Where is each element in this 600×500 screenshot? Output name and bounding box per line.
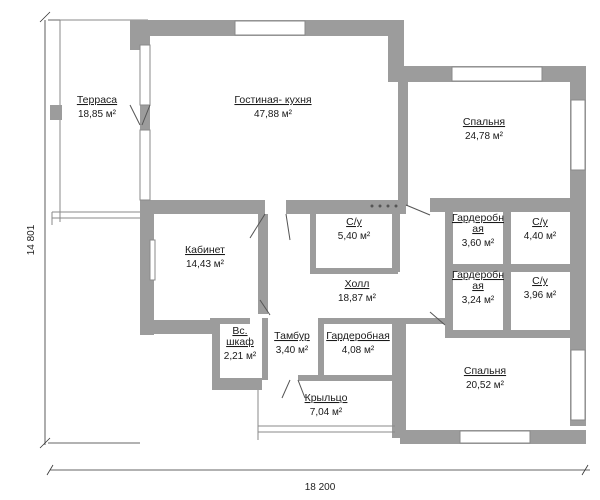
room-name: Гардеробная — [326, 330, 390, 342]
room-name: С/у — [346, 216, 363, 228]
room-wardrobe-3: Гардеробная 4,08 м² — [326, 330, 390, 356]
room-area: 5,40 м² — [338, 231, 371, 242]
room-area: 24,78 м² — [465, 131, 504, 142]
room-name: Спальня — [464, 365, 506, 377]
room-name: шкаф — [226, 336, 254, 348]
room-area: 4,08 м² — [342, 345, 375, 356]
room-porch: Крыльцо 7,04 м² — [305, 392, 348, 418]
room-name: Терраса — [77, 94, 117, 106]
room-name: ая — [472, 280, 484, 292]
room-area: 18,87 м² — [338, 293, 377, 304]
room-bathroom-3: С/у 3,96 м² — [524, 275, 557, 301]
room-vestibule: Тамбур 3,40 м² — [274, 330, 310, 356]
room-name: Гардеробн — [452, 269, 504, 281]
height-dimension: 14 801 — [26, 224, 37, 255]
room-name: Кабинет — [185, 244, 225, 256]
room-area: 4,40 м² — [524, 231, 557, 242]
room-area: 3,40 м² — [276, 345, 309, 356]
room-name: Крыльцо — [305, 392, 348, 404]
vent-dots — [370, 204, 398, 208]
room-labels: Терраса 18,85 м² Гостиная- кухня 47,88 м² Сп… — [77, 94, 557, 418]
room-name: Тамбур — [274, 330, 310, 342]
room-bathroom-1: С/у 5,40 м² — [338, 216, 371, 242]
room-name: Вс. — [232, 325, 247, 337]
room-terrace: Терраса 18,85 м² — [77, 94, 117, 120]
room-wardrobe-1: Гардеробная 3,60 м² — [452, 212, 504, 249]
room-name: ая — [472, 223, 484, 235]
room-area: 3,60 м² — [462, 238, 495, 249]
room-study: Кабинет 14,43 м² — [185, 244, 225, 270]
room-area: 3,96 м² — [524, 290, 557, 301]
doors — [129, 104, 446, 399]
room-name: Гардеробн — [452, 212, 504, 224]
room-wardrobe-2: Гардеробная 3,24 м² — [452, 269, 504, 306]
room-name: Спальня — [463, 116, 505, 128]
room-bathroom-2: С/у 4,40 м² — [524, 216, 557, 242]
floor-fills — [60, 20, 400, 220]
room-hall: Холл 18,87 м² — [338, 278, 377, 304]
room-area: 47,88 м² — [254, 109, 293, 120]
porch-outline — [257, 390, 395, 440]
room-name: С/у — [532, 275, 549, 287]
room-area: 7,04 м² — [310, 407, 343, 418]
room-area: 14,43 м² — [186, 259, 225, 270]
room-living-kitchen: Гостиная- кухня 47,88 м² — [234, 94, 311, 120]
windows — [139, 20, 586, 444]
room-area: 3,24 м² — [462, 295, 495, 306]
terrace-outline — [51, 19, 148, 225]
room-area: 2,21 м² — [224, 351, 257, 362]
room-bedroom-1: Спальня 24,78 м² — [463, 116, 505, 142]
room-area: 20,52 м² — [466, 380, 505, 391]
room-area: 18,85 м² — [78, 109, 117, 120]
room-name: Гостиная- кухня — [234, 94, 311, 106]
room-name: Холл — [345, 278, 370, 290]
width-dimension: 18 200 — [305, 482, 336, 493]
room-name: С/у — [532, 216, 549, 228]
room-builtin-closet: Вс.шкаф 2,21 м² — [224, 325, 257, 362]
room-bedroom-2: Спальня 20,52 м² — [464, 365, 506, 391]
